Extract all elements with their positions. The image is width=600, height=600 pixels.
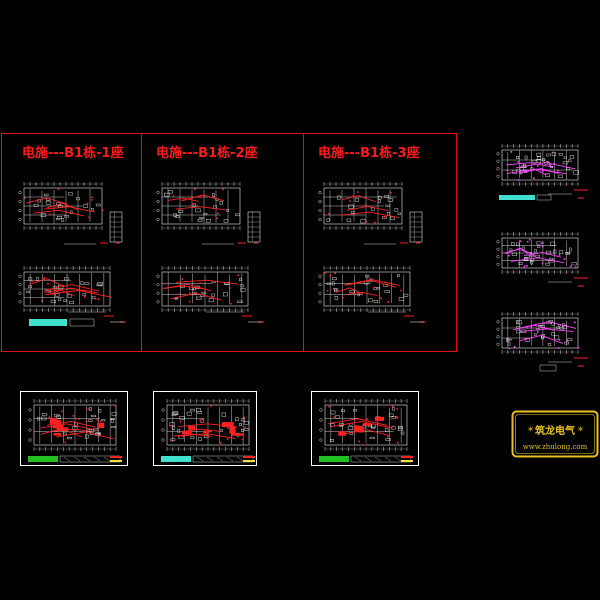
sheet-1-legend-upper bbox=[109, 211, 123, 243]
stamp-url: www.zhulong.com bbox=[523, 443, 588, 451]
bottom-sheet-frames bbox=[20, 391, 419, 466]
sheet-2-plan-lower bbox=[156, 266, 249, 312]
sheet-2-plan-upper bbox=[156, 182, 241, 230]
stamp-star-right-icon: * bbox=[578, 426, 583, 437]
sheet-2-legend-upper bbox=[247, 211, 261, 243]
stamp-title: 筑龙电气 bbox=[535, 424, 575, 437]
bottom-sheet-2-plan bbox=[161, 399, 250, 451]
zhulong-stamp[interactable]: * * 筑龙电气 www.zhulong.com bbox=[511, 410, 599, 458]
sheet-title-2: 电施---B1栋-2座 bbox=[156, 145, 258, 161]
sheet-title-3: 电施---B1栋-3座 bbox=[318, 145, 420, 161]
stamp-star-left-icon: * bbox=[528, 426, 533, 437]
right-cyan-legend bbox=[499, 195, 535, 200]
sheet-title-1: 电施---B1栋-1座 bbox=[22, 145, 124, 161]
stamp-border bbox=[511, 410, 599, 458]
sheet-3-plan-upper bbox=[318, 182, 403, 230]
sheet-3-legend-upper bbox=[409, 211, 423, 243]
sheet-1-plan-lower bbox=[18, 266, 113, 312]
right-plan-top bbox=[496, 144, 579, 186]
sheet-3-plan-lower bbox=[318, 266, 411, 312]
main-sheet-frame bbox=[1, 133, 457, 352]
right-plan-bottom bbox=[496, 312, 580, 354]
bottom-sheet-3-plan bbox=[319, 399, 408, 451]
right-plan-middle bbox=[496, 232, 579, 274]
floor-plan-layer bbox=[18, 144, 588, 463]
sheet-1-cyan-legend bbox=[29, 319, 67, 326]
sheet-1-plan-upper bbox=[18, 182, 104, 230]
stamp-inner-border bbox=[515, 414, 595, 454]
